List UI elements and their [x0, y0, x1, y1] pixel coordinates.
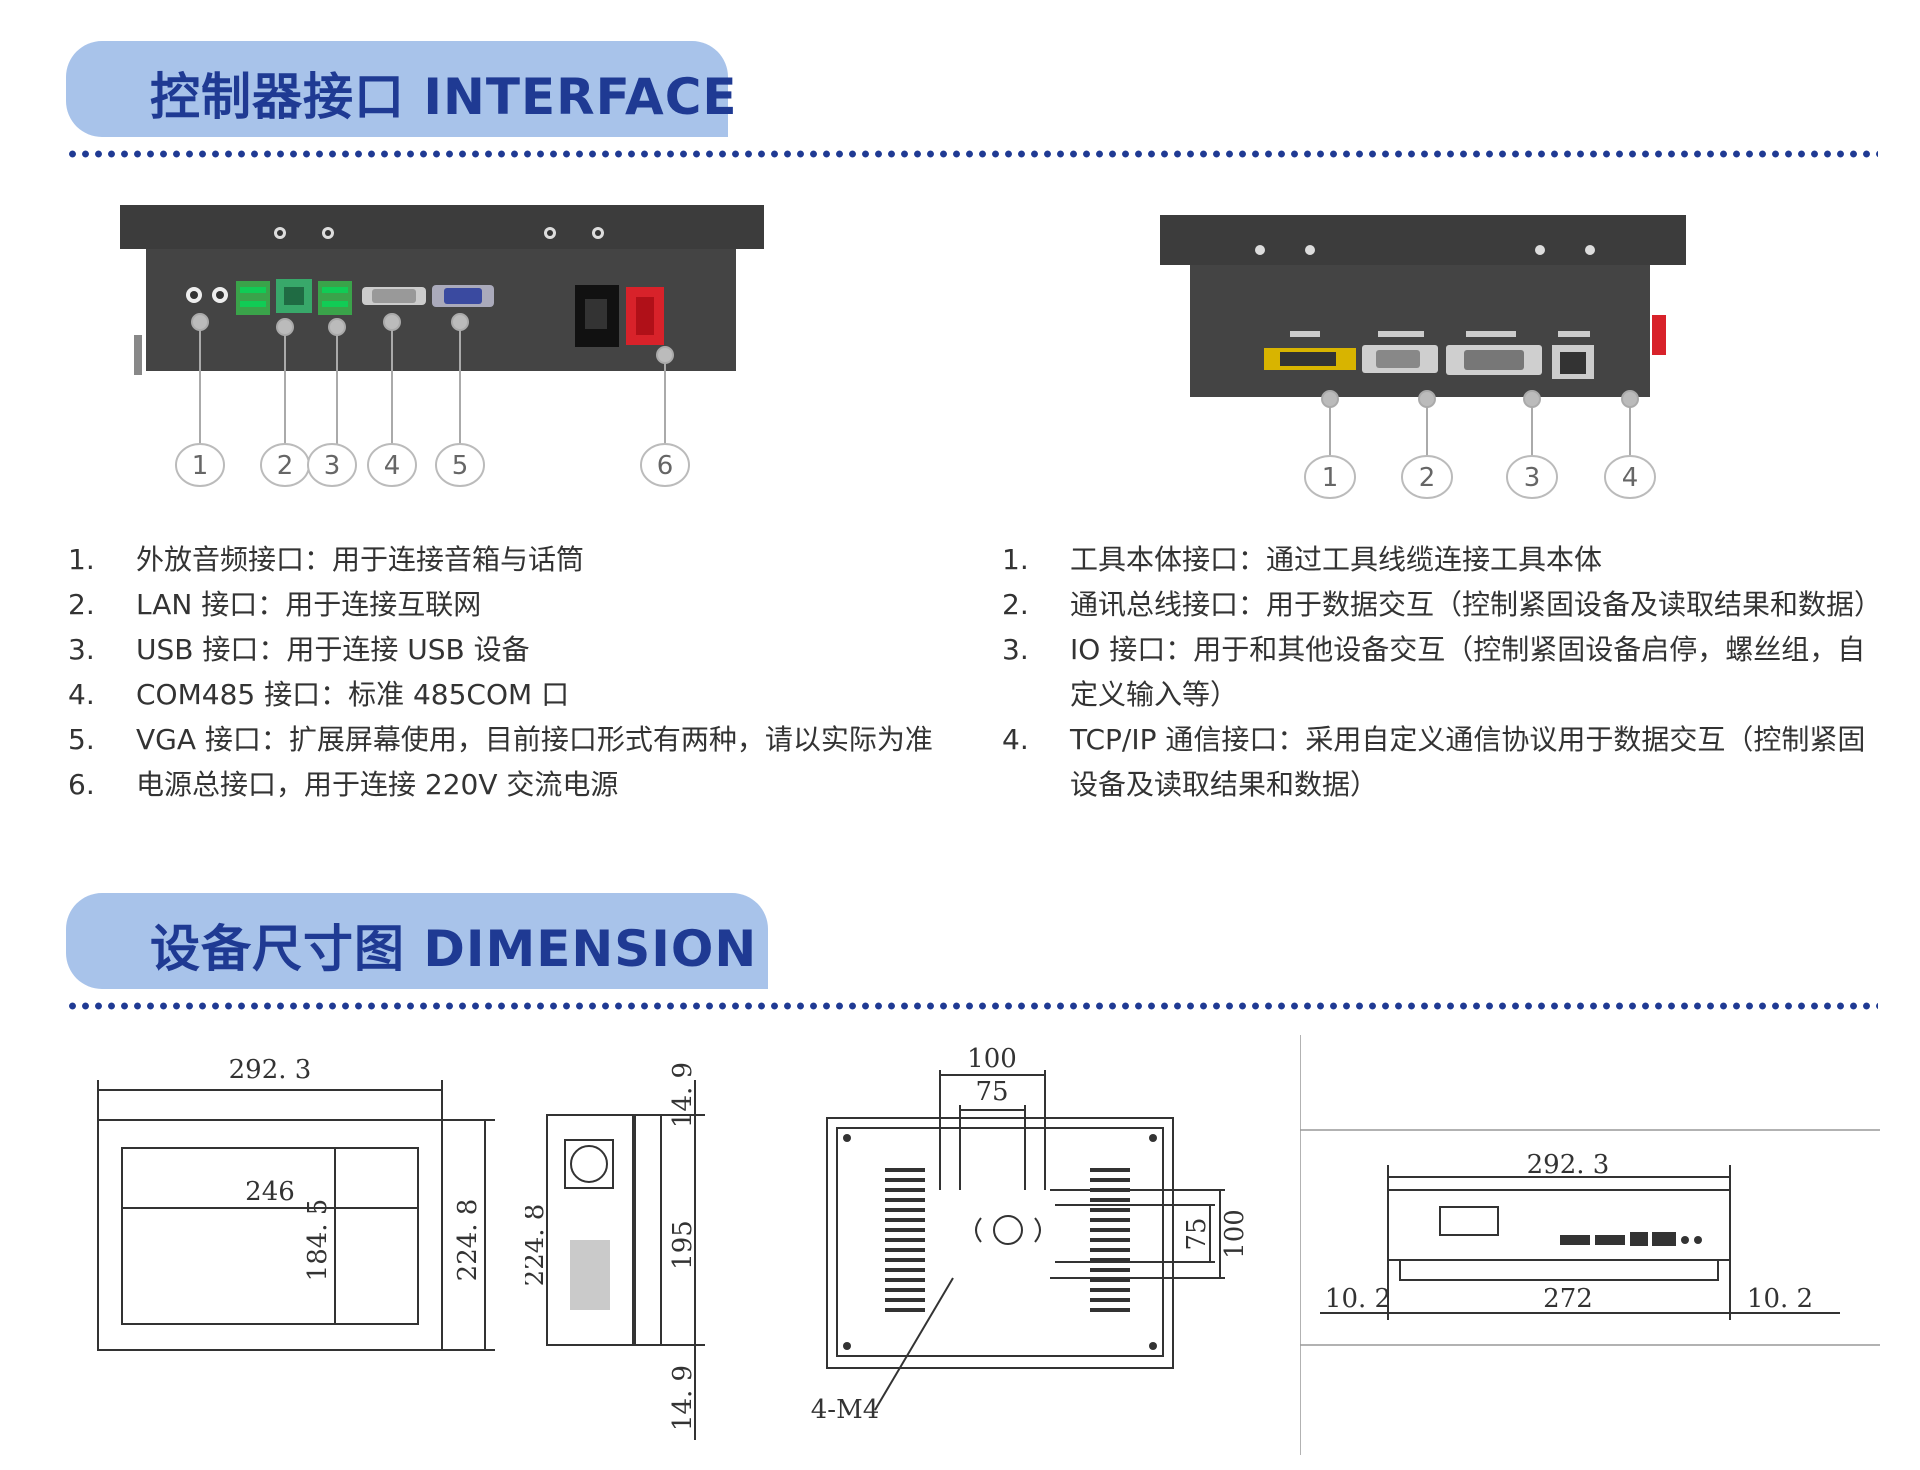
left-callout-6: 6: [657, 451, 674, 481]
controller-left-port-diagram: 1 2 3 4 5 6: [120, 205, 764, 487]
left-callout-5: 5: [452, 451, 469, 481]
back-100-label: 100: [967, 1044, 1017, 1074]
bottom-mid-label: 272: [1543, 1284, 1593, 1314]
right-callout-2: 2: [1419, 463, 1436, 493]
bottom-left-label: 10. 2: [1325, 1284, 1391, 1314]
left-port-list: 1.外放音频接口：用于连接音箱与话筒 2.LAN 接口：用于连接互联网 3.US…: [68, 537, 968, 807]
dimension-header-tab: 设备尺寸图 DIMENSION: [66, 893, 768, 989]
side-height-label: 224. 8: [525, 1204, 550, 1287]
right-callout-3: 3: [1524, 463, 1541, 493]
list-item: 3.USB 接口：用于连接 USB 设备: [68, 633, 530, 666]
list-item: 5.VGA 接口：扩展屏幕使用，目前接口形式有两种，请以实际为准: [68, 723, 933, 756]
front-height-label: 224. 8: [453, 1199, 483, 1282]
dimension-divider: [66, 1002, 1878, 1010]
front-width-label: 292. 3: [229, 1055, 312, 1085]
list-item: 1.外放音频接口：用于连接音箱与话筒: [68, 543, 585, 576]
right-port-list: 1.工具本体接口：通过工具线缆连接工具本体 2.通讯总线接口：用于数据交互（控制…: [1002, 537, 1882, 807]
side-view-drawing: 14. 9 224. 8 195 14. 9: [525, 1062, 705, 1440]
list-item: 2.LAN 接口：用于连接互联网: [68, 588, 482, 621]
interface-title: 控制器接口 INTERFACE: [150, 68, 738, 126]
back-screw-label: 4-M4: [811, 1395, 880, 1425]
back-view-drawing: 100 75 75 100 4-M4: [811, 1044, 1250, 1425]
right-callout-4: 4: [1622, 463, 1639, 493]
left-callout-2: 2: [277, 451, 294, 481]
bottom-width-label: 292. 3: [1527, 1150, 1610, 1180]
interface-header-tab: 控制器接口 INTERFACE: [66, 41, 737, 137]
back-100-vertical-label: 100: [1220, 1209, 1250, 1259]
controller-right-port-diagram: 1 2 3 4: [1160, 215, 1686, 499]
right-callout-1: 1: [1322, 463, 1339, 493]
list-item: 4.TCP/IP 通信接口：采用自定义通信协议用于数据交互（控制紧固设备及读取结…: [1002, 723, 1866, 801]
left-callout-1: 1: [192, 451, 209, 481]
bottom-right-label: 10. 2: [1747, 1284, 1813, 1314]
list-item: 3.IO 接口：用于和其他设备交互（控制紧固设备启停，螺丝组，自定义输入等）: [1002, 633, 1866, 711]
back-75-label: 75: [975, 1077, 1008, 1107]
list-item: 1.工具本体接口：通过工具线缆连接工具本体: [1002, 543, 1603, 576]
bottom-view-drawing: 292. 3 10. 2 272 10. 2: [1300, 1035, 1880, 1455]
left-callout-4: 4: [384, 451, 401, 481]
list-item: 4.COM485 接口：标准 485COM 口: [68, 678, 570, 711]
side-mid-label: 195: [668, 1220, 698, 1270]
list-item: 2.通讯总线接口：用于数据交互（控制紧固设备及读取结果和数据）: [1002, 588, 1883, 621]
back-75-vertical-label: 75: [1182, 1217, 1212, 1250]
left-callout-3: 3: [324, 451, 341, 481]
front-inner-height-label: 184. 5: [303, 1199, 333, 1282]
front-view-drawing: 292. 3 246 184. 5 224. 8: [97, 1055, 495, 1351]
front-inner-width-label: 246: [245, 1177, 295, 1207]
interface-divider: [66, 150, 1878, 158]
side-top-label: 14. 9: [668, 1062, 698, 1128]
side-bottom-label: 14. 9: [668, 1365, 698, 1431]
dimension-title: 设备尺寸图 DIMENSION: [150, 920, 758, 978]
list-item: 6.电源总接口，用于连接 220V 交流电源: [68, 768, 619, 801]
